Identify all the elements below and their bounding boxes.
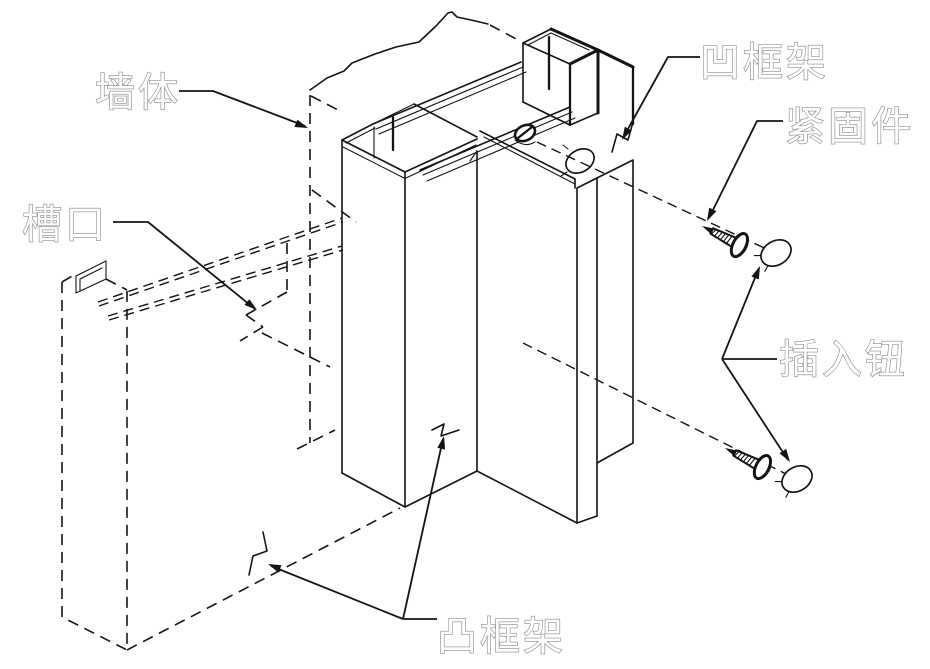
slot-label: 槽口 [22,203,108,247]
fastener-axis-lines [522,141,797,480]
fastener-leader [708,120,783,219]
convex-frame-break-mark [431,423,460,437]
slot-leader [113,221,256,310]
slot-groove-rails [97,217,344,321]
installed-insert-button [560,144,595,177]
fastener-screw-lower [717,435,776,483]
wall-torn-top-edge [309,11,489,91]
wall-arrowhead [294,119,308,128]
insert-button-label: 插入钮 [779,338,908,382]
slot-arrowhead [244,299,257,310]
convex-frame-label: 凸框架 [437,615,566,659]
installed-screw-head [513,123,537,146]
wall-bottom-edge [126,507,401,651]
leader-lines [113,56,790,620]
concave-frame-body [476,121,634,524]
wall-end-face [61,282,128,652]
concave-frame-leader [623,56,700,137]
insert-button-lower [772,459,818,501]
fastener-screw-upper [694,213,753,261]
insert-button-arrowhead-upper [751,266,760,280]
convex-frame-arrowhead-left [268,564,282,573]
slot-notch-profile [75,260,107,294]
wall-front-break-notch [239,243,331,368]
insert-button-arrowhead-lower [779,448,790,462]
wall-leader [179,90,306,127]
convex-frame-arrowhead-upper [437,436,446,450]
concave-frame-arrowhead [622,126,632,140]
wall-body-outline [61,11,521,652]
wall-bottom-break-mark [248,531,268,576]
labels: 墙体 槽口 凹框架 紧固件 插入钮 凸框架 [21,40,914,659]
insert-button-leader [721,267,789,461]
concave-frame-top-tube [522,27,635,127]
wall-label: 墙体 [95,71,181,115]
convex-frame-leader [270,438,444,620]
concave-frame-label: 凹框架 [700,41,829,85]
fastener-label: 紧固件 [785,105,914,149]
fastener-arrowhead [707,207,717,221]
convex-frame-body [341,103,478,508]
